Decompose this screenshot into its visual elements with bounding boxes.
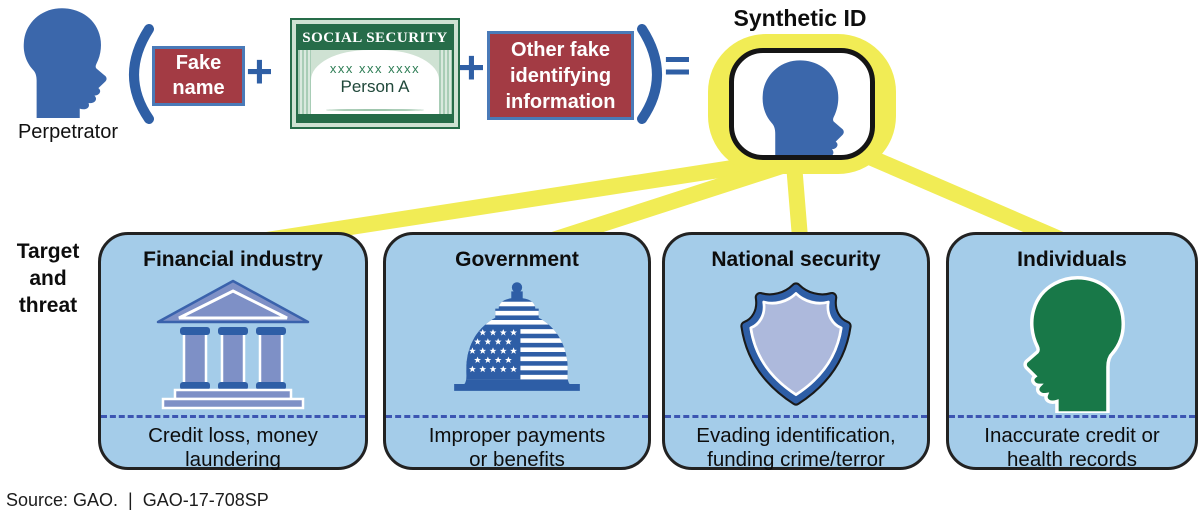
target-box-financial-industry: Financial industry bbox=[98, 232, 368, 471]
threat-text: Credit loss, money laundering bbox=[148, 424, 318, 471]
dashed-divider bbox=[665, 415, 927, 418]
card-header: SOCIAL SECURITY bbox=[298, 26, 452, 50]
synthetic-id-head-icon bbox=[762, 60, 844, 155]
threat-text: Inaccurate credit or health records bbox=[984, 424, 1160, 471]
source-note: Source: GAO. | GAO-17-708SP bbox=[6, 490, 269, 510]
card-left-pillar bbox=[298, 50, 311, 114]
card-right-pillar bbox=[439, 50, 452, 114]
dashed-divider bbox=[386, 415, 648, 418]
bank-icon bbox=[156, 279, 310, 410]
box-title: National security bbox=[711, 248, 881, 271]
shield-badge-icon bbox=[740, 282, 852, 406]
other-fake-box: Other fake identifying information bbox=[487, 31, 634, 120]
dashed-divider bbox=[949, 415, 1195, 418]
target-box-individuals: Individuals Inaccurate credit or health … bbox=[946, 232, 1198, 471]
target-threat-label: Target and threat bbox=[16, 240, 80, 317]
fake-name-box: Fake name bbox=[152, 46, 245, 106]
ssn-number: xxx xxx xxxx bbox=[329, 61, 421, 76]
equals-sign: = bbox=[664, 39, 691, 91]
threat-text: Improper payments or benefits bbox=[428, 424, 606, 471]
plus-sign: + bbox=[246, 45, 273, 97]
plus-sign: + bbox=[458, 41, 485, 93]
box-title: Financial industry bbox=[143, 248, 323, 271]
open-paren bbox=[129, 24, 154, 124]
capitol-dome-icon bbox=[454, 282, 580, 391]
person-head-icon bbox=[1023, 276, 1125, 413]
target-box-national-security: National security Evading identification… bbox=[662, 232, 930, 471]
synthetic-id-highlight bbox=[708, 34, 896, 174]
ssn-person-name: Person A bbox=[340, 77, 410, 96]
synthetic-id-frame bbox=[729, 48, 875, 160]
box-title: Government bbox=[455, 248, 579, 271]
dashed-divider bbox=[101, 415, 365, 418]
social-security-card: SOCIAL SECURITY xxx xxx xxxx Person A bbox=[290, 18, 460, 129]
perpetrator-label: Perpetrator bbox=[17, 121, 119, 143]
box-title: Individuals bbox=[1017, 248, 1127, 271]
threat-text: Evading identification, funding crime/te… bbox=[696, 424, 896, 471]
target-box-government: Government bbox=[383, 232, 651, 471]
synthetic-id-title: Synthetic ID bbox=[733, 5, 867, 31]
close-paren bbox=[637, 24, 662, 124]
